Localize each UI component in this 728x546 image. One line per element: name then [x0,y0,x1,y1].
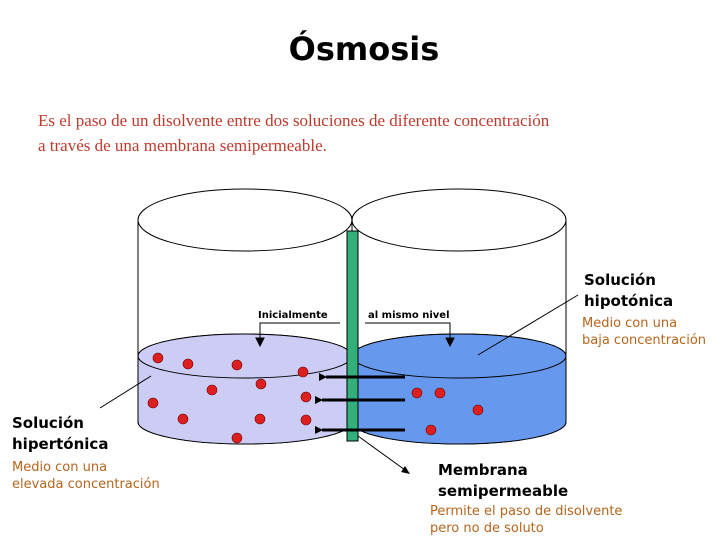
solute-particle [231,359,243,371]
membrane [346,230,359,442]
level-pointers [255,322,455,348]
membrane-desc-line-2: pero no de soluto [430,521,544,536]
solute-particle [206,384,218,396]
hypertonic-surface [137,333,353,379]
hypotonic-leader [477,294,579,356]
left-cylinder-top [137,188,353,252]
right-cylinder-top [351,188,567,252]
level-label-right: al mismo nivel [368,310,450,321]
hypotonic-desc-line-1: Medio con una [582,316,678,331]
hypertonic-title-line-2: hipertónica [12,435,109,453]
hypertonic-desc-line-1: Medio con una [12,460,108,475]
solute-particle [300,414,312,426]
hypertonic-title: Solución hipertónica [12,413,108,455]
solute-particle [147,397,159,409]
solute-particle [300,391,312,403]
hypertonic-leader [99,375,152,409]
hypertonic-desc-line-2: elevada concentración [12,477,160,492]
solute-particle [254,413,266,425]
hypotonic-title-line-1: Solución [584,271,656,289]
solute-particle [411,387,423,399]
hypotonic-description: Medio con una baja concentración [582,315,706,349]
membrane-title-line-2: semipermeable [438,482,569,500]
right-cylinder [351,188,567,445]
hypotonic-title: Solución hipotónica [584,270,673,312]
solute-particles-right [411,387,484,436]
leader-lines [99,294,579,471]
membrane-description: Permite el paso de disolvente pero no de… [430,503,622,537]
hypotonic-title-line-2: hipotónica [584,292,674,310]
solute-particle [152,352,164,364]
solute-particle [297,366,309,378]
intro-text: Es el paso de un disolvente entre dos so… [38,108,549,158]
solute-particles-left [147,352,312,444]
membrane-leader [357,435,406,471]
membrane-title: Membrana semipermeable [438,460,568,502]
level-label-left: Inicialmente [258,310,328,321]
hypertonic-description: Medio con una elevada concentración [12,459,160,493]
solute-particle [255,378,267,390]
solute-particle [231,432,243,444]
intro-line-2: a través de una membrana semipermeable. [38,136,327,155]
hypotonic-desc-line-2: baja concentración [582,333,707,348]
solvent-flow-arrows [315,373,405,434]
hypotonic-surface [351,333,567,379]
membrane-title-line-1: Membrana [438,461,528,479]
solute-particle [434,387,446,399]
solute-particle [425,424,437,436]
page-title: Ósmosis [288,30,440,68]
membrane-desc-line-1: Permite el paso de disolvente [430,504,623,519]
intro-line-1: Es el paso de un disolvente entre dos so… [38,111,550,130]
membrane-leader-arrowhead [401,466,410,474]
hypertonic-title-line-1: Solución [12,414,84,432]
solute-particle [177,413,189,425]
solute-particle [472,404,484,416]
solute-particle [182,358,194,370]
